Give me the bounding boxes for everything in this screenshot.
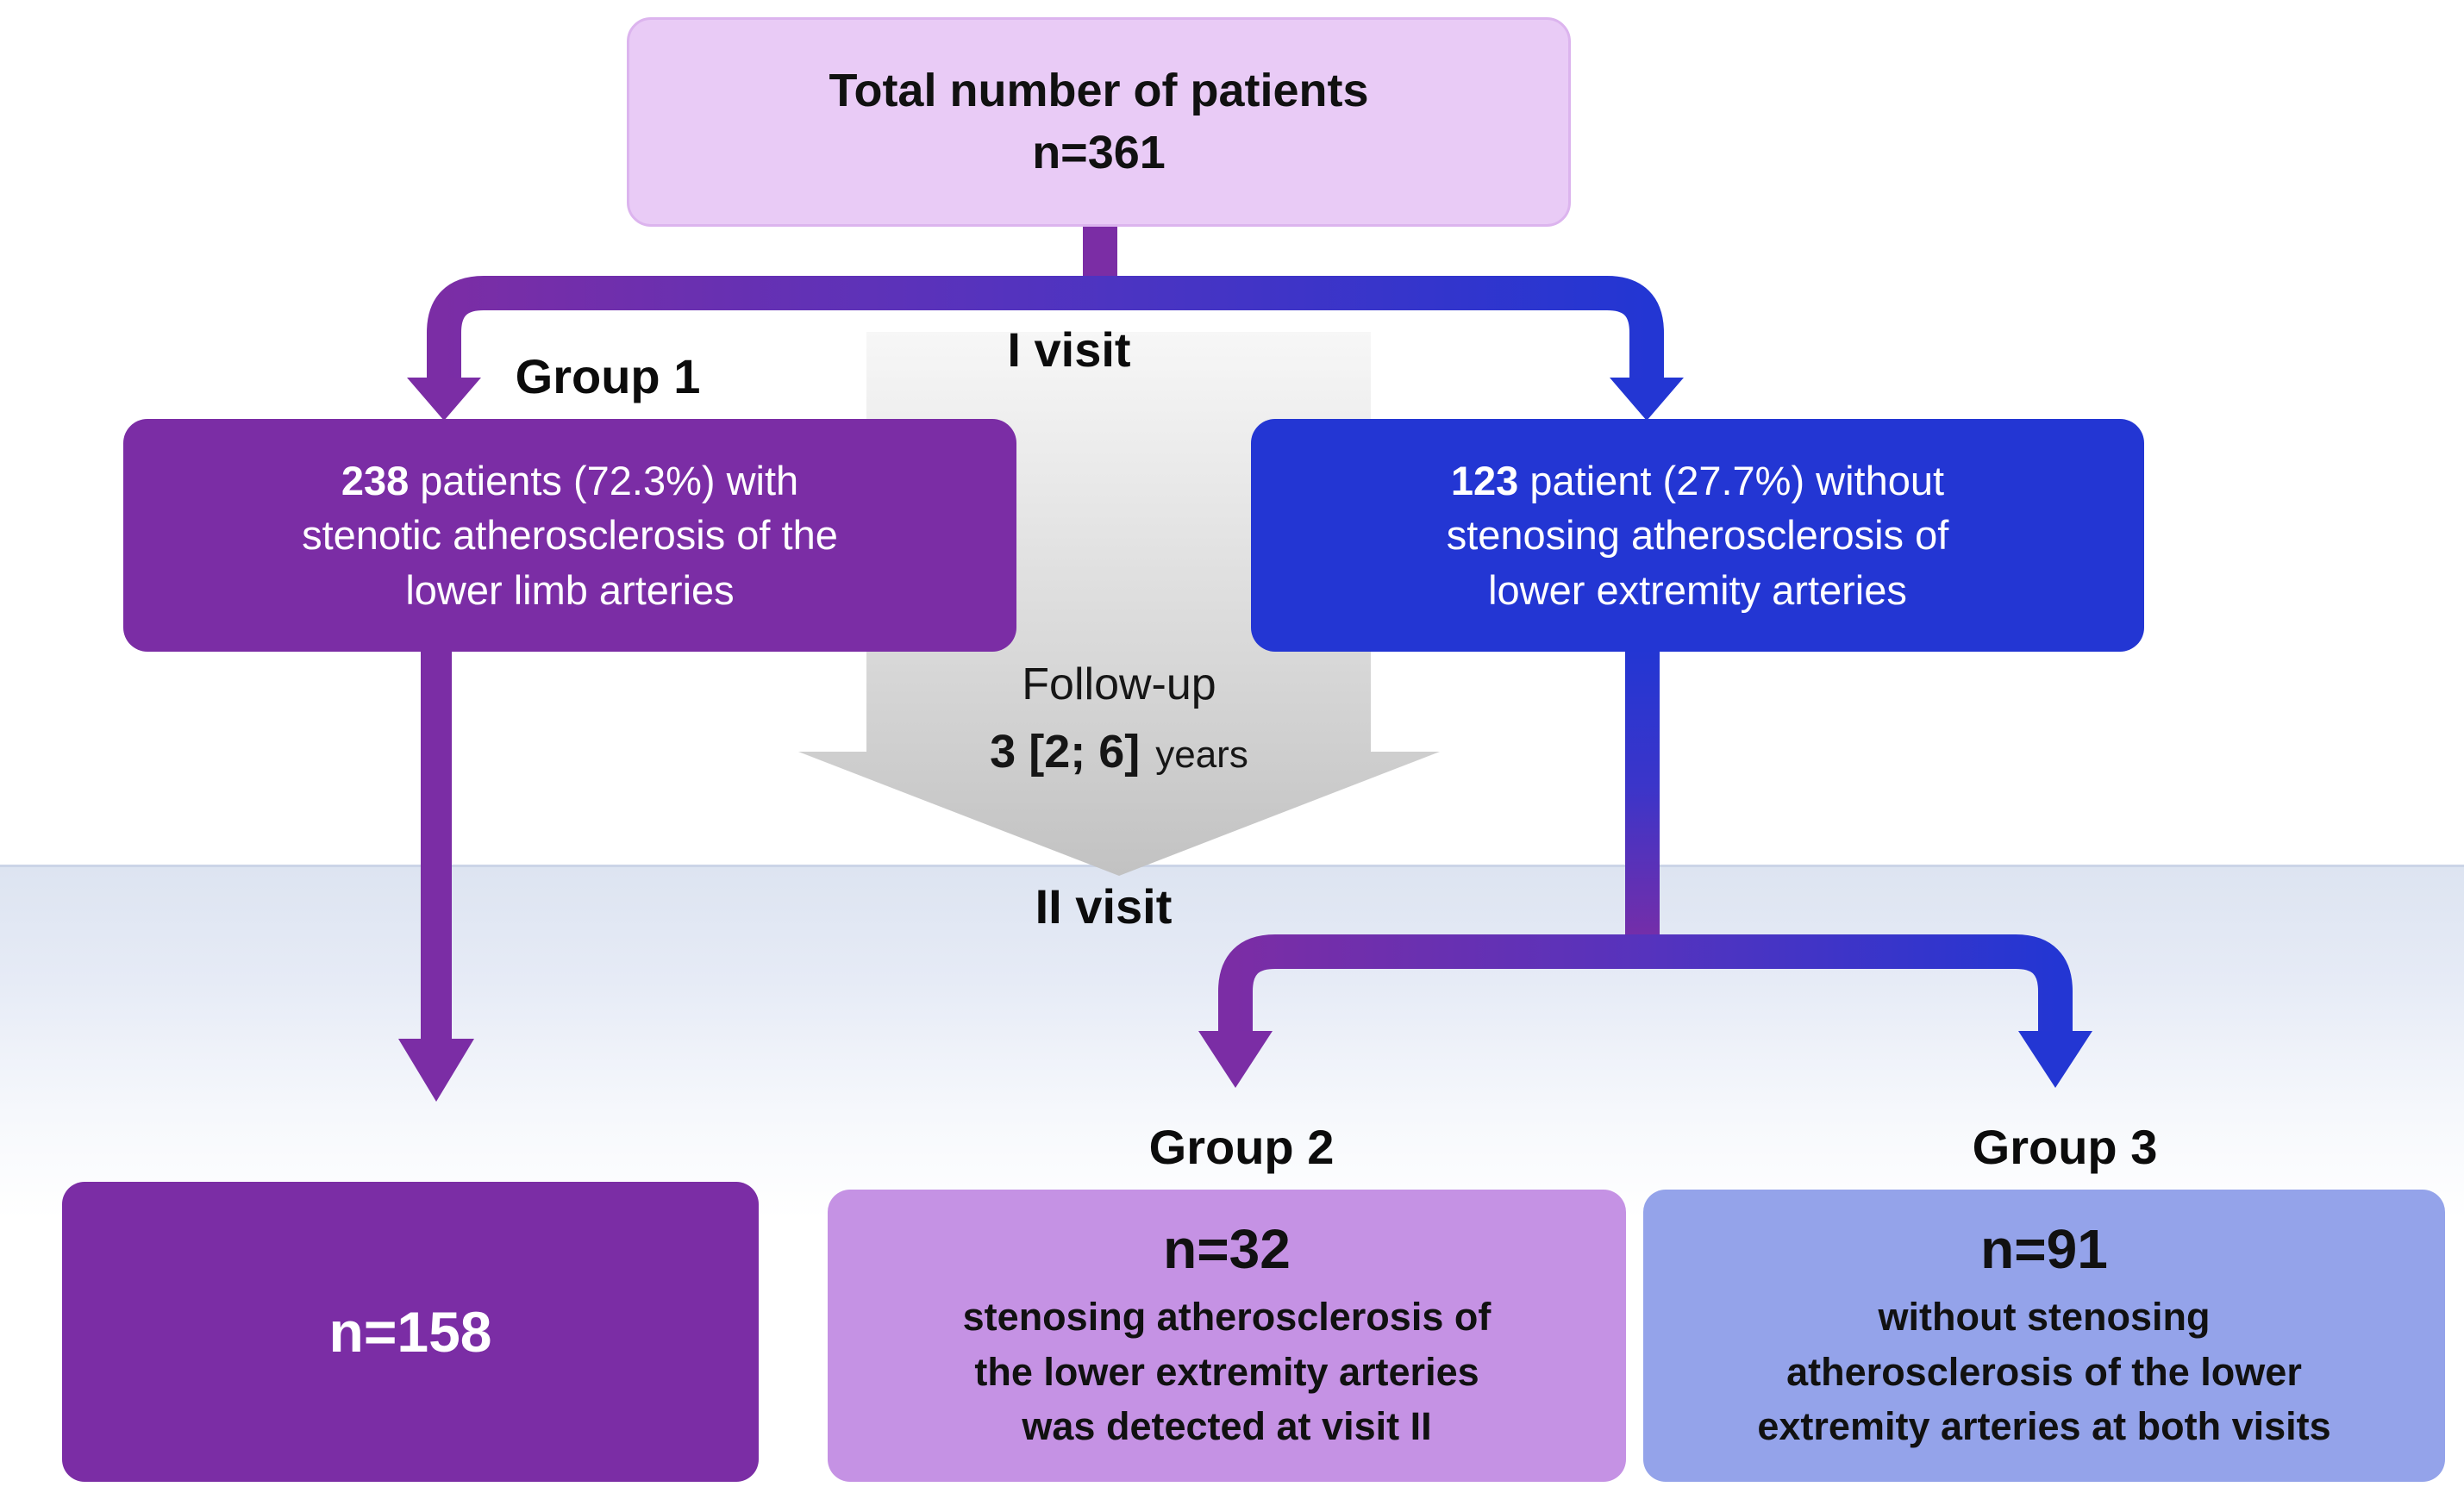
group1-box-line1: 238 patients (72.3%) with	[341, 453, 798, 508]
without-stenosis-line1: 123 patient (27.7%) without	[1451, 453, 1944, 508]
group3-line1: without stenosing	[1878, 1294, 2211, 1339]
group2-count: n=32	[1163, 1217, 1291, 1280]
visit1-label: I visit	[1007, 322, 1131, 377]
group3-line3-post: visits	[2221, 1404, 2331, 1449]
total-patients-count: n=361	[1032, 126, 1166, 178]
n158-arrowhead-icon	[398, 1039, 474, 1102]
group3-count: n=91	[1980, 1217, 2108, 1280]
group1-count: 238	[341, 457, 410, 503]
group1-to-n158-line	[421, 650, 452, 1045]
group1-box-line3: lower limb arteries	[405, 566, 735, 613]
followup-duration: 3 [2; 6]	[990, 726, 1141, 778]
visit2-label: II visit	[1035, 878, 1173, 934]
total-patients-box: Total number of patients n=361	[627, 17, 1571, 227]
group1-box: 238 patients (72.3%) with stenotic ather…	[123, 419, 1016, 652]
group3-line3-pre: extremity arteries at	[1757, 1404, 2137, 1449]
group1-arrowhead-icon	[407, 378, 481, 421]
group3-box: n=91 without stenosing atherosclerosis o…	[1643, 1190, 2445, 1482]
group3-line3: extremity arteries at both visits	[1757, 1399, 2330, 1454]
group2-line2: the lower extremity arteries	[974, 1349, 1479, 1394]
group1-result-count: n=158	[328, 1300, 492, 1364]
group3-label: Group 3	[1972, 1119, 2158, 1174]
group1-box-line2: stenotic atherosclerosis of the	[302, 512, 838, 559]
without-stenosis-count: 123	[1450, 457, 1519, 503]
group2-line3: was detected at visit II	[1022, 1404, 1432, 1449]
without-stenosis-arrowhead-icon	[1610, 378, 1684, 421]
followup-annotation: Follow-up 3 [2; 6] years	[904, 657, 1335, 778]
followup-unit: years	[1155, 734, 1248, 776]
without-stenosis-box: 123 patient (27.7%) without stenosing at…	[1251, 419, 2144, 652]
group1-result-box: n=158	[62, 1182, 759, 1482]
group1-label: Group 1	[515, 348, 701, 403]
without-stenosis-down-line	[1625, 650, 1660, 953]
group1-line1-rest: patients (72.3%) with	[409, 457, 799, 503]
without-stenosis-line3: lower extremity arteries	[1488, 566, 1907, 613]
group3-arrowhead-icon	[2018, 1031, 2092, 1088]
group3-line2: atherosclerosis of the lower	[1786, 1349, 2302, 1394]
total-patients-title: Total number of patients	[829, 65, 1369, 117]
followup-label: Follow-up	[1022, 659, 1216, 709]
group2-label: Group 2	[1148, 1119, 1335, 1174]
without-stenosis-line2: stenosing atherosclerosis of	[1446, 512, 1949, 559]
total-to-split-stem	[1083, 224, 1117, 279]
visit2-split-connector	[1218, 934, 2073, 1036]
group2-line1: stenosing atherosclerosis of	[962, 1294, 1492, 1339]
followup-duration-line: 3 [2; 6] years	[990, 725, 1248, 778]
group3-line3-bold: both	[2136, 1404, 2222, 1449]
visit1-split-connector	[427, 276, 1664, 384]
group2-box: n=32 stenosing atherosclerosis of the lo…	[828, 1190, 1626, 1482]
group2-arrowhead-icon	[1198, 1031, 1273, 1088]
without-stenosis-line1-rest: patient (27.7%) without	[1518, 457, 1945, 503]
